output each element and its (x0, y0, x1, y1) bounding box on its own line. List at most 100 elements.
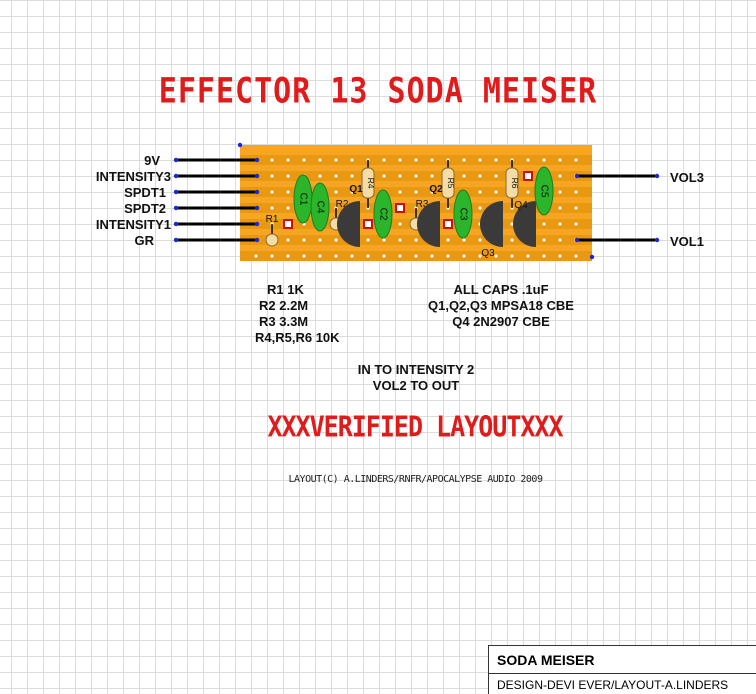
board-hole (558, 254, 562, 258)
note-caps: ALL CAPS .1uF (453, 282, 549, 297)
note-q4: Q4 2N2907 CBE (452, 314, 550, 329)
board-hole (430, 174, 434, 178)
part-r4-r6: R4,R5,R6 10K (255, 330, 340, 345)
wire-end-point (254, 173, 260, 179)
board-hole (462, 254, 466, 258)
wire-end-point (654, 173, 660, 179)
board-hole (334, 254, 338, 258)
board-hole (334, 158, 338, 162)
board-hole (382, 158, 386, 162)
wire-end-point (254, 205, 260, 211)
board-corner-point (589, 254, 595, 260)
connection-label-9v: 9V (144, 153, 160, 168)
board-hole (478, 206, 482, 210)
board-hole (462, 174, 466, 178)
label-r6: R6 (510, 178, 520, 189)
resistor-r5: R5 (441, 167, 456, 199)
transistor-q4: Q4 (513, 200, 536, 247)
board-hole (366, 238, 370, 242)
wire-end-point (254, 189, 260, 195)
right-wires (574, 173, 660, 243)
label-r4: R4 (366, 178, 376, 189)
capacitor-c4: C4 (310, 182, 330, 232)
board-hole (302, 254, 306, 258)
capacitor-c1: C1 (293, 174, 313, 224)
wire-end-point (173, 189, 179, 195)
capacitor-c5: C5 (534, 166, 554, 216)
board-hole (478, 254, 482, 258)
board-hole (414, 238, 418, 242)
label-r2: R2 (336, 199, 349, 210)
note-q1-q3: Q1,Q2,Q3 MPSA18 CBE (428, 298, 574, 313)
board-hole (398, 254, 402, 258)
board-hole (510, 222, 514, 226)
resistor-r1: R1 (265, 214, 279, 247)
track-cut (443, 219, 453, 229)
title-block: SODA MEISER DESIGN-DEVI EVER/LAYOUT-A.LI… (488, 645, 756, 694)
part-r3: R3 3.3M (259, 314, 309, 329)
wiring-note-in: IN TO INTENSITY 2 (357, 362, 475, 377)
board-hole (542, 238, 546, 242)
board-hole (478, 190, 482, 194)
board-hole (558, 158, 562, 162)
board-hole (478, 158, 482, 162)
board-hole (414, 158, 418, 162)
label-c5: C5 (538, 185, 549, 198)
board-hole (398, 174, 402, 178)
wire-end-point (574, 237, 580, 243)
board-hole (270, 190, 274, 194)
board-hole (558, 174, 562, 178)
board-hole (270, 158, 274, 162)
track-cut (363, 219, 373, 229)
board-hole (270, 206, 274, 210)
part-r1: R1 1K (267, 282, 304, 297)
wire-end-point (574, 173, 580, 179)
wire-end-point (173, 205, 179, 211)
board-hole (574, 222, 578, 226)
board-hole (462, 238, 466, 242)
board-hole (286, 238, 290, 242)
label-c1: C1 (297, 193, 308, 206)
left-wires (173, 157, 260, 243)
board-hole (286, 174, 290, 178)
title-block-design: DESIGN-DEVI EVER/LAYOUT-A.LINDERS (497, 678, 729, 692)
board-corner-point (237, 142, 243, 148)
connection-label-gr: GR (134, 233, 155, 248)
board-hole (350, 190, 354, 194)
label-c2: C2 (377, 208, 388, 221)
track-cut (283, 219, 293, 229)
board-hole (574, 190, 578, 194)
board-hole (494, 174, 498, 178)
board-hole (398, 158, 402, 162)
board-hole (446, 254, 450, 258)
board-hole (574, 206, 578, 210)
label-q4: Q4 (514, 200, 528, 211)
board-hole (558, 238, 562, 242)
board-hole (494, 190, 498, 194)
board-hole (478, 174, 482, 178)
label-q2: Q2 (429, 184, 443, 195)
wire-end-point (173, 173, 179, 179)
board-hole (350, 174, 354, 178)
wire-end-point (173, 157, 179, 163)
board-hole (414, 190, 418, 194)
label-c3: C3 (457, 208, 468, 221)
wire-end-point (254, 157, 260, 163)
capacitor-c2: C2 (373, 189, 393, 239)
board-hole (270, 174, 274, 178)
board-hole (414, 254, 418, 258)
wire-end-point (654, 237, 660, 243)
capacitor-c3: C3 (453, 189, 473, 239)
connection-label-intensity3: INTENSITY3 (95, 169, 171, 184)
board-hole (350, 158, 354, 162)
board-hole (558, 206, 562, 210)
board-hole (510, 238, 514, 242)
board-hole (318, 174, 322, 178)
board-hole (318, 254, 322, 258)
connection-label-spdt1: SPDT1 (124, 185, 166, 200)
resistor-r6: R6 (505, 167, 520, 199)
board-hole (334, 174, 338, 178)
board-hole (542, 158, 546, 162)
diagram-title: EFFECTOR 13 SODA MEISER (158, 71, 598, 112)
board-hole (542, 222, 546, 226)
